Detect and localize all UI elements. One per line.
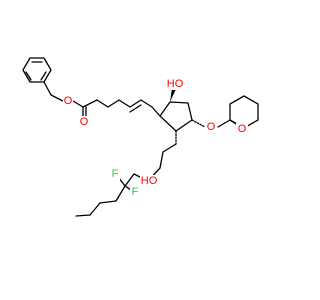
- benzene-ring: [22, 57, 52, 83]
- benzyl-linker: [43, 81, 64, 102]
- svg-text:F: F: [112, 168, 119, 180]
- atom-fluorine-1: F: [110, 168, 120, 180]
- atom-ester-o-single: O: [63, 95, 73, 107]
- alpha-chain: [82, 99, 161, 117]
- molecule-canvas: O O HO O O HO F F: [22, 57, 259, 217]
- omega-chain: [75, 143, 177, 217]
- svg-text:O: O: [64, 95, 73, 107]
- svg-text:O: O: [207, 121, 216, 133]
- svg-text:O: O: [238, 123, 247, 135]
- atom-side-oh: HO: [140, 175, 158, 187]
- structure-drawing: O O HO O O HO F F: [22, 57, 259, 217]
- atom-thp-ether-o: O: [205, 121, 217, 133]
- svg-text:HO: HO: [141, 175, 158, 187]
- atom-fluorine-2: F: [130, 186, 140, 198]
- svg-text:HO: HO: [167, 78, 184, 90]
- svg-text:F: F: [132, 186, 139, 198]
- atom-ester-o-double: O: [79, 116, 89, 128]
- atom-ring-oh: HO: [166, 78, 184, 90]
- svg-text:O: O: [80, 116, 89, 128]
- atom-thp-ring-o: O: [236, 123, 248, 135]
- cyclopentane-ring: [159, 88, 206, 145]
